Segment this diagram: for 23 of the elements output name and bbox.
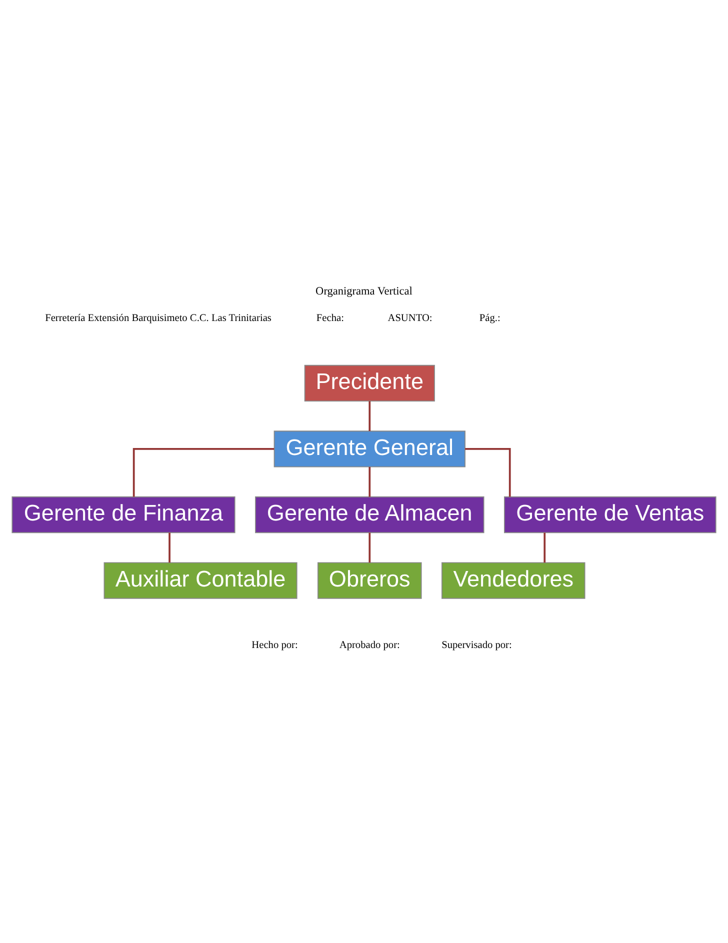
node-box: Vendedores: [442, 562, 586, 598]
node-box: Auxiliar Contable: [104, 562, 298, 598]
label: Aprobado por:: [339, 639, 400, 650]
connector: [368, 400, 371, 431]
label: Hecho por:: [252, 639, 298, 650]
connector: [368, 532, 371, 562]
connector: [368, 466, 371, 496]
label: Supervisado por:: [442, 639, 512, 650]
node-box: Precidente: [304, 364, 435, 402]
label: Fecha:: [316, 312, 344, 324]
node-box: Gerente de Finanza: [12, 496, 236, 533]
node-box: Gerente de Almacen: [255, 496, 484, 533]
node-box: Gerente General: [274, 430, 466, 467]
connector: [544, 532, 546, 562]
diagram-title: Organigrama Vertical: [316, 285, 412, 298]
connector: [168, 532, 170, 562]
connector: [132, 448, 274, 496]
label: ASUNTO:: [388, 312, 432, 324]
label: Ferretería Extensión Barquisimeto C.C. Las Trinitarias: [45, 312, 272, 324]
label: Pág.:: [479, 312, 500, 324]
node-box: Obreros: [318, 562, 422, 598]
connector: [465, 448, 511, 496]
node-box: Gerente de Ventas: [504, 496, 716, 533]
